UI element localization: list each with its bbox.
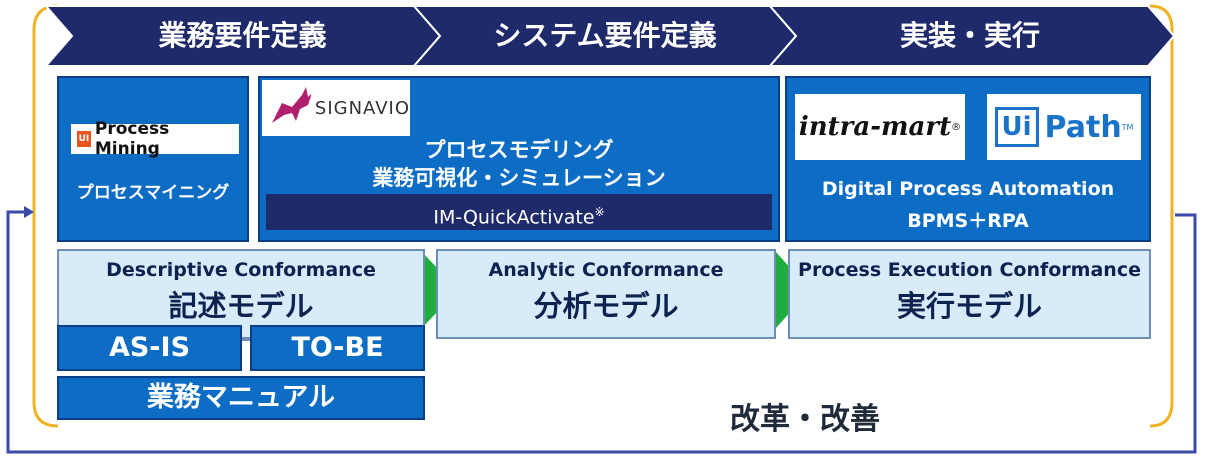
process-mining-panel: UI Process Mining プロセスマイニング [57, 76, 249, 242]
dpa-line1: Digital Process Automation [821, 178, 1115, 200]
analytic-model-jp: 分析モデル [533, 289, 679, 323]
quickactivate-label: IM-QuickActivate [433, 206, 595, 229]
descriptive-model-en: Descriptive Conformance [106, 259, 376, 281]
intramart-logo: intra-mart ® [795, 94, 965, 160]
dpa-line2: BPMS＋RPA [907, 210, 1029, 232]
process-mining-logo-mark: UI [77, 131, 91, 147]
descriptive-model-box: Descriptive Conformance 記述モデル [57, 249, 425, 339]
phase-label-3: 実装・実行 [899, 19, 1040, 52]
signavio-logo-text: SIGNAVIO [314, 97, 410, 119]
signavio-panel: SIGNAVIO プロセスモデリング 業務可視化・シミュレーション IM-Qui… [258, 76, 780, 242]
analytic-model-en: Analytic Conformance [488, 259, 724, 281]
phase-label-1: 業務要件定義 [158, 19, 327, 52]
manual-tag: 業務マニュアル [57, 376, 425, 420]
to-be-tag: TO-BE [250, 325, 425, 371]
as-is-tag: AS-IS [57, 325, 242, 371]
process-mining-logo-text: Process Mining [94, 119, 170, 159]
signavio-line2: 業務可視化・シミュレーション [372, 166, 666, 190]
uipath-trademark: TM [1121, 122, 1134, 132]
signavio-logo: SIGNAVIO [262, 80, 410, 136]
uipath-logo: Ui Path TM [987, 94, 1141, 160]
phase-chevron-3 [767, 5, 1176, 67]
execution-model-en: Process Execution Conformance [798, 259, 1141, 281]
loop-label: 改革・改善 [730, 402, 880, 437]
quickactivate-mark: ※ [594, 205, 605, 219]
phase-label-2: システム要件定義 [493, 19, 717, 52]
intramart-registered-mark: ® [951, 121, 962, 133]
execution-model-jp: 実行モデル [896, 289, 1042, 323]
quickactivate-bar: IM-QuickActivate※ [266, 194, 772, 230]
signavio-line1: プロセスモデリング [424, 138, 614, 162]
feedback-loop-arrowhead [24, 206, 34, 218]
intramart-logo-text: intra-mart [798, 112, 952, 142]
uipath-path-text: Path [1044, 109, 1122, 145]
execution-model-box: Process Execution Conformance 実行モデル [788, 249, 1151, 339]
signavio-antelope-icon [272, 87, 311, 123]
right-bracket [1149, 4, 1174, 428]
process-mining-logo: UI Process Mining [71, 119, 239, 159]
uipath-ui-mark: Ui [994, 107, 1039, 147]
dpa-panel: intra-mart ® Ui Path TM Digital Process … [785, 76, 1151, 242]
descriptive-model-jp: 記述モデル [168, 289, 314, 323]
left-bracket [32, 4, 59, 428]
process-mining-label: プロセスマイニング [76, 183, 230, 203]
analytic-model-box: Analytic Conformance 分析モデル [436, 249, 776, 339]
feedback-loop-line [6, 210, 1197, 454]
